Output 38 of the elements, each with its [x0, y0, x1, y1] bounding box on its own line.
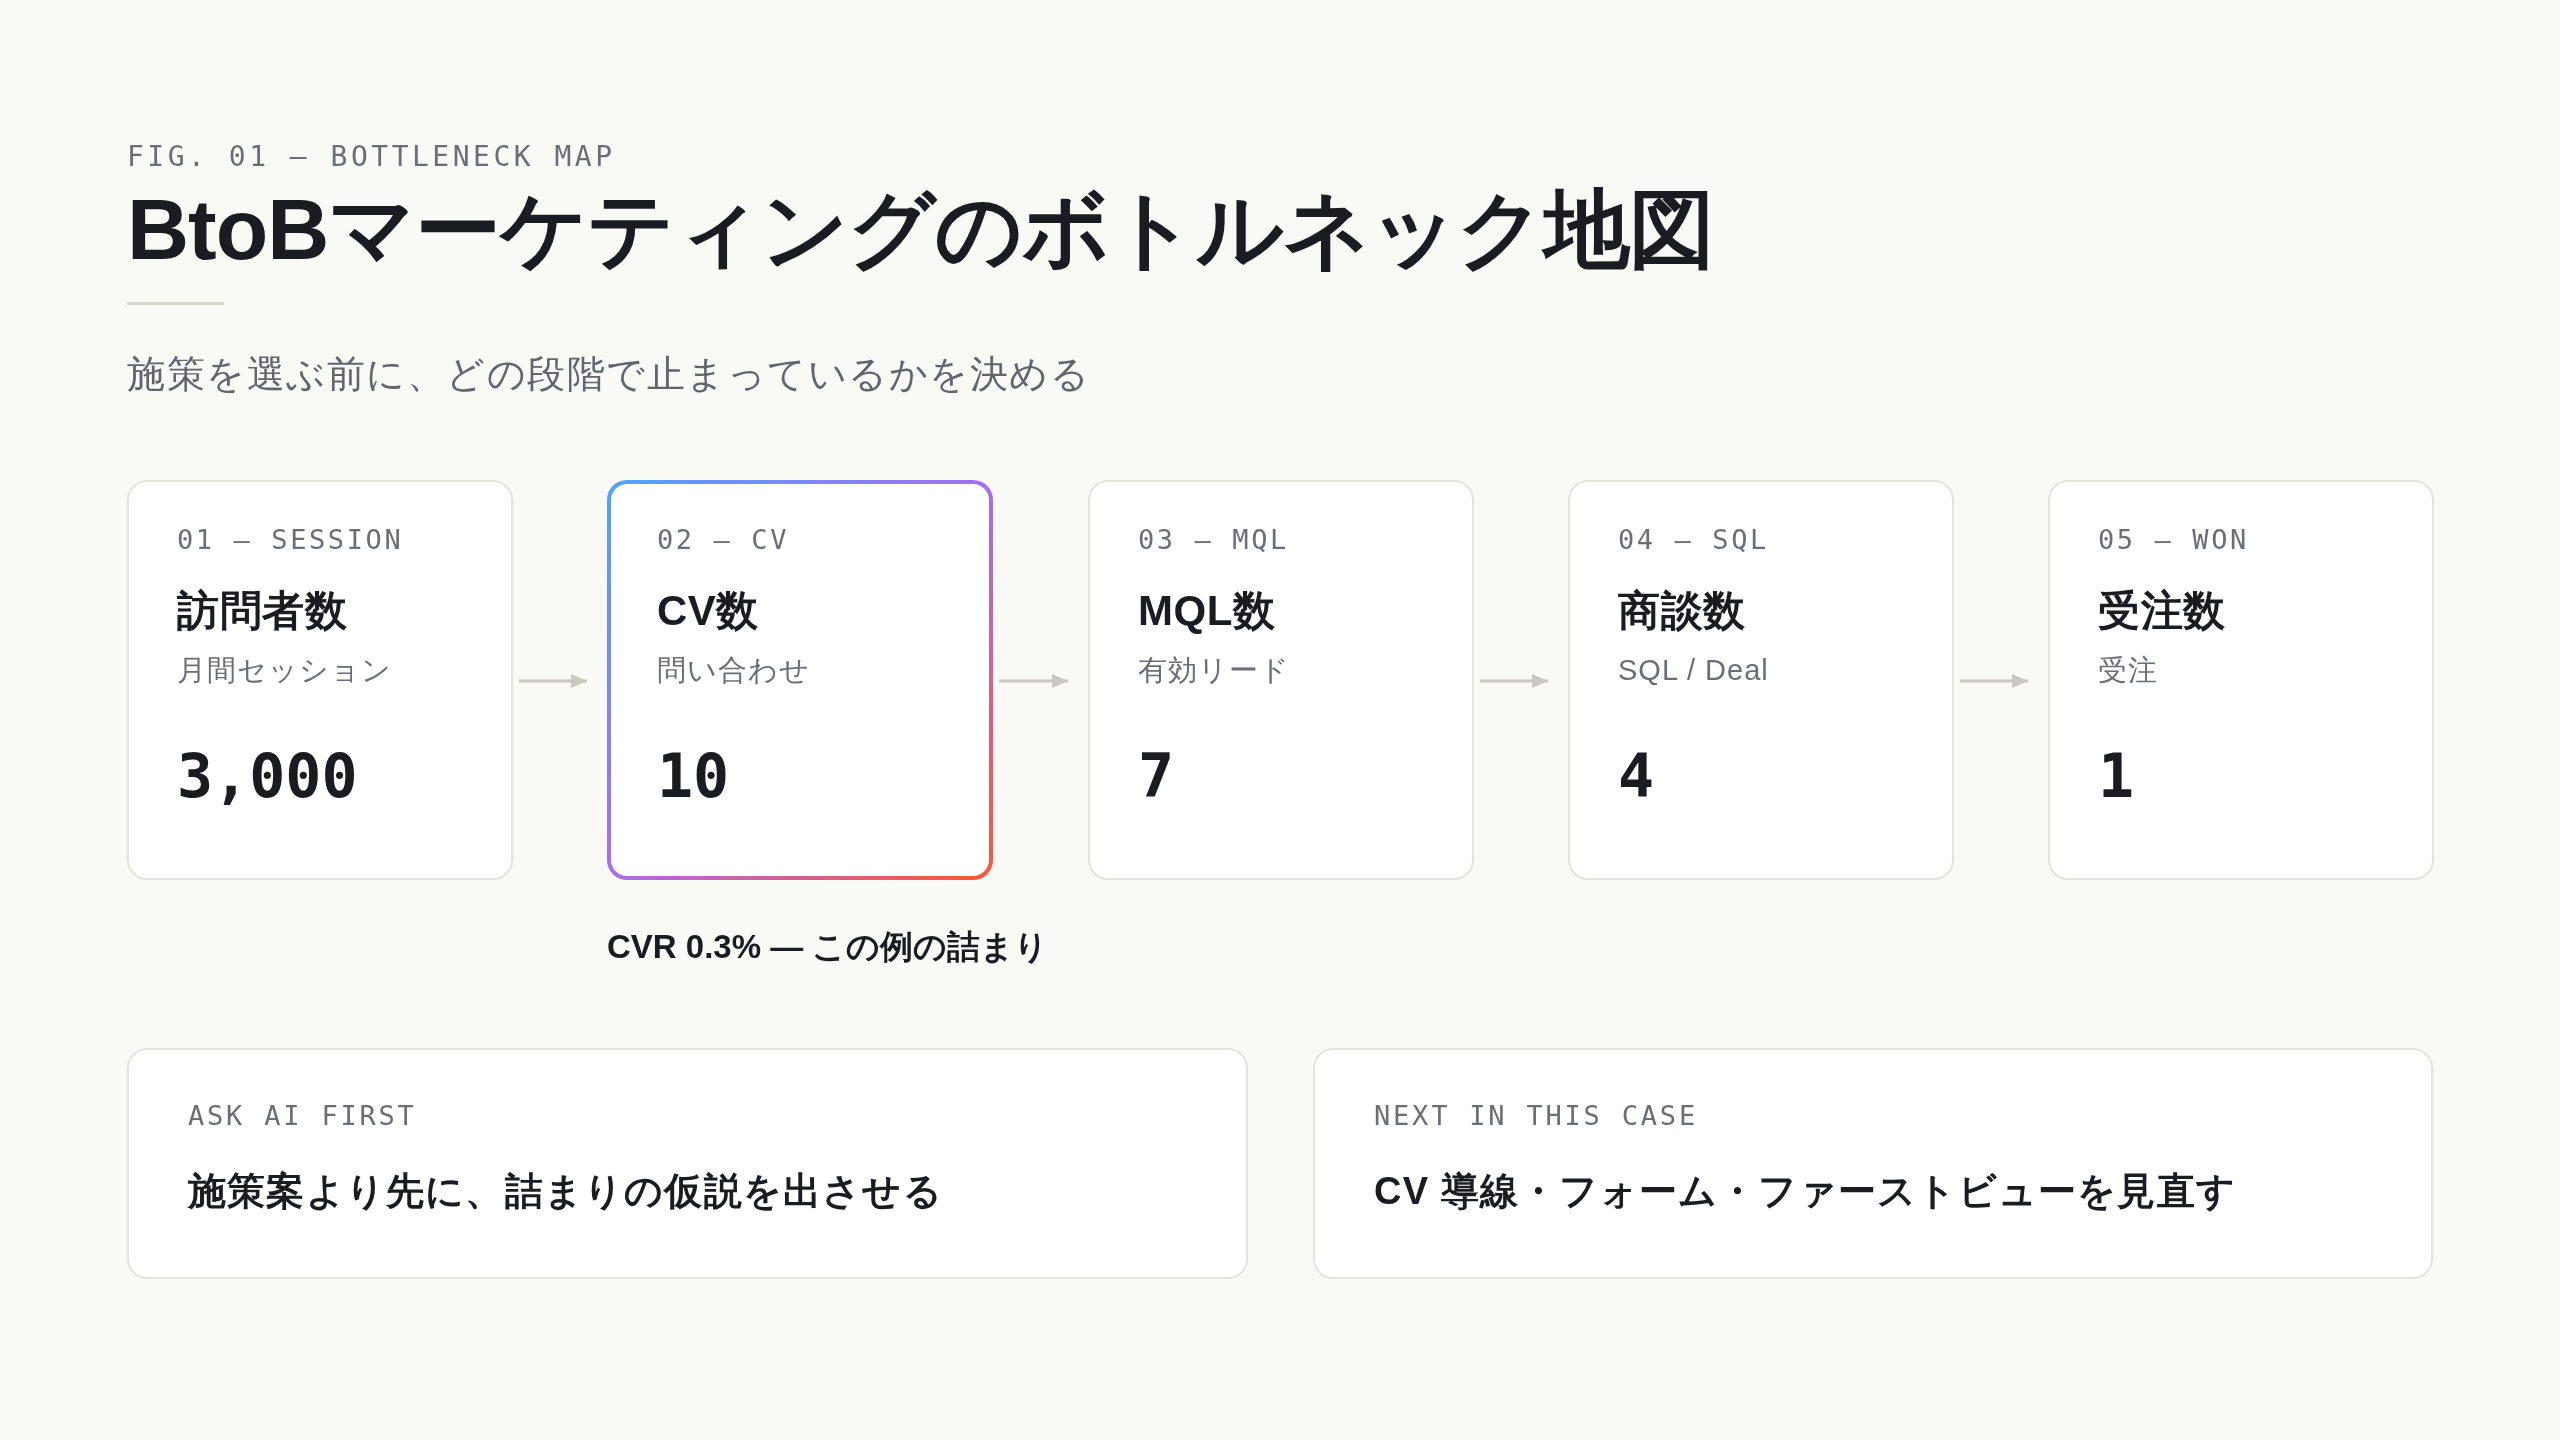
- stage-caption: 受注: [2098, 656, 2158, 685]
- arrow: [519, 674, 587, 688]
- stage-label: 03 — MQL: [1138, 526, 1289, 553]
- stage-card: [2048, 480, 2434, 880]
- arrow: [999, 674, 1068, 688]
- stage-label: 05 — WON: [2098, 526, 2249, 553]
- note-text: 施策案より先に、詰まりの仮説を出させる: [188, 1172, 943, 1210]
- stage-card: [1088, 480, 1474, 880]
- note-card: [1313, 1048, 2433, 1279]
- arrow: [1960, 674, 2028, 688]
- figure-label: FIG. 01 — BOTTLENECK MAP: [127, 143, 616, 171]
- note-card: [127, 1048, 1248, 1279]
- stage-name: CV数: [657, 590, 759, 632]
- stage-label: 04 — SQL: [1618, 526, 1769, 553]
- stage-count: 7: [1138, 746, 1175, 806]
- stage-name: 訪問者数: [177, 590, 347, 632]
- note-label: NEXT IN THIS CASE: [1374, 1102, 1698, 1129]
- stage-caption: 月間セッション: [177, 656, 392, 685]
- stage-name: MQL数: [1138, 590, 1276, 632]
- stage-name: 受注数: [2098, 590, 2226, 632]
- stage-card: [1568, 480, 1954, 880]
- stage-count: 3,000: [177, 746, 358, 806]
- subtitle: 施策を選ぶ前に、どの段階で止まっているかを決める: [127, 355, 1090, 393]
- stage-label: 02 — CV: [657, 526, 789, 553]
- stage-caption: 有効リード: [1138, 656, 1290, 685]
- stage-count: 10: [657, 746, 730, 806]
- arrow: [1480, 674, 1548, 688]
- stage-count: 4: [1618, 746, 1655, 806]
- note-text: CV 導線・フォーム・ファーストビューを見直す: [1374, 1172, 2236, 1210]
- stage-caption: SQL / Deal: [1618, 656, 1769, 685]
- stage-name: 商談数: [1618, 590, 1746, 632]
- note-label: ASK AI FIRST: [188, 1102, 417, 1129]
- stage-caption: 問い合わせ: [657, 656, 810, 685]
- title: BtoBマーケティングのボトルネック地図: [127, 186, 1715, 272]
- stage-card: [127, 480, 513, 880]
- bottleneck-note: CVR 0.3% — この例の詰まり: [607, 930, 1049, 963]
- stage-count: 1: [2098, 746, 2135, 806]
- stage-label: 01 — SESSION: [177, 526, 404, 553]
